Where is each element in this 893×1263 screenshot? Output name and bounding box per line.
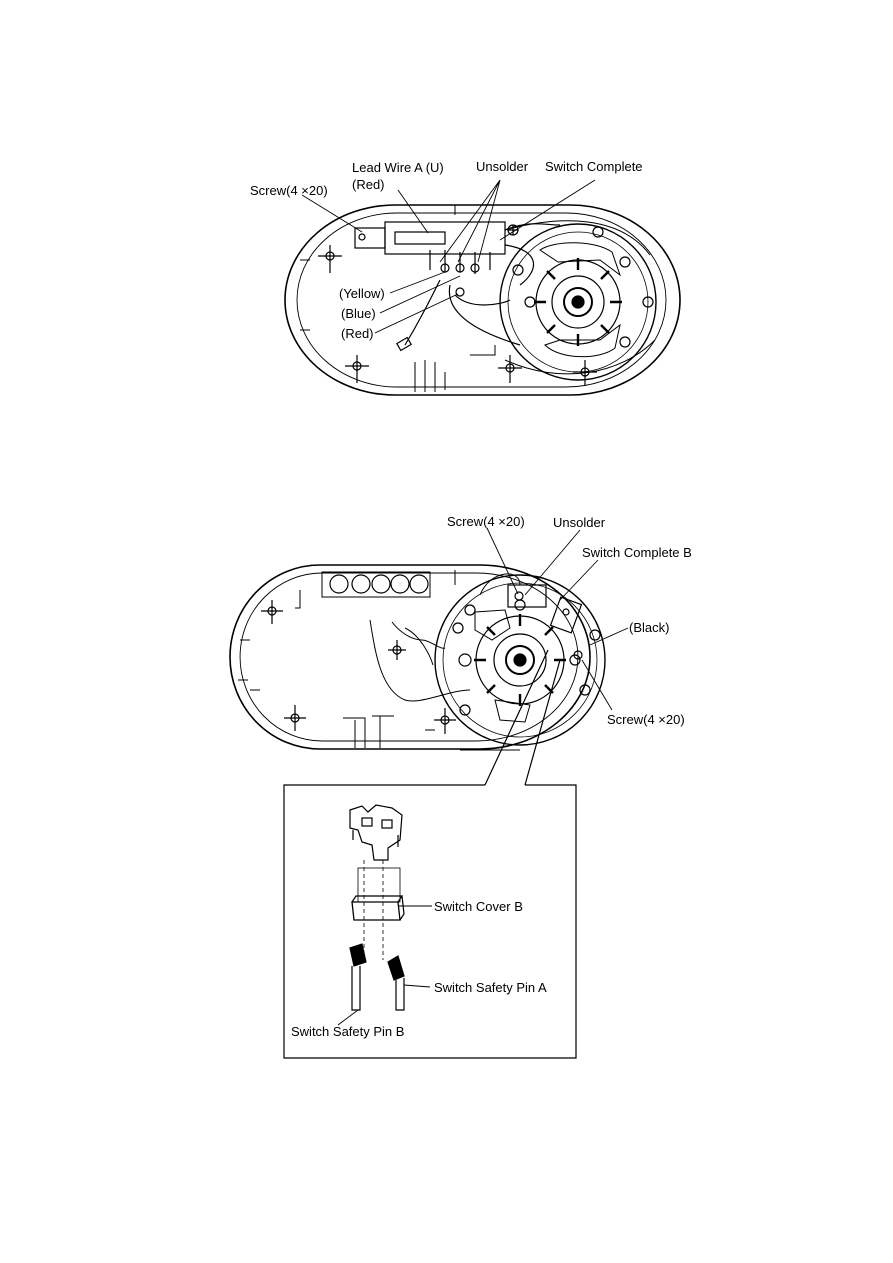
label-switch-safety-pin-b: Switch Safety Pin B bbox=[291, 1024, 405, 1039]
label-screw: Screw(4 ×20) bbox=[250, 183, 328, 198]
diagram1-leader-lines bbox=[301, 179, 596, 334]
label-switch-complete-b: Switch Complete B bbox=[582, 545, 692, 560]
diagram2-leader-lines bbox=[486, 527, 629, 711]
diagram2-wires bbox=[369, 573, 521, 702]
label-red: (Red) bbox=[341, 326, 374, 341]
label-screw-right: Screw(4 ×20) bbox=[607, 712, 685, 727]
diagram2-switch-complete-b bbox=[507, 584, 583, 660]
detail-switch-cover-b bbox=[351, 895, 405, 921]
label-switch-cover-b: Switch Cover B bbox=[434, 899, 523, 914]
label-yellow: (Yellow) bbox=[339, 286, 385, 301]
detail-safety-pin-b bbox=[349, 943, 367, 1011]
label-lead-wire-color: (Red) bbox=[352, 177, 385, 192]
label-black: (Black) bbox=[629, 620, 670, 635]
label-blue: (Blue) bbox=[341, 306, 376, 321]
label-switch-safety-pin-a: Switch Safety Pin A bbox=[434, 980, 547, 995]
detail-callout bbox=[283, 649, 577, 1059]
label-lead-wire-a: Lead Wire A (U) bbox=[352, 160, 444, 175]
detail-switch-assembly bbox=[349, 804, 403, 903]
diagram1-switch-complete bbox=[354, 221, 561, 352]
detail-leader-lines bbox=[337, 905, 432, 1026]
detail-safety-pin-a bbox=[387, 955, 405, 1011]
detail-dash-lines bbox=[363, 860, 384, 960]
label-unsolder: Unsolder bbox=[476, 159, 529, 174]
label-switch-complete: Switch Complete bbox=[545, 159, 643, 174]
diagram2-cross-marks bbox=[261, 600, 456, 734]
diagram1-motor bbox=[499, 220, 657, 381]
diagram2-motor bbox=[434, 574, 606, 746]
label-unsolder-2: Unsolder bbox=[553, 515, 606, 530]
label-screw-top: Screw(4 ×20) bbox=[447, 514, 525, 529]
diagram2-housing bbox=[229, 564, 591, 751]
